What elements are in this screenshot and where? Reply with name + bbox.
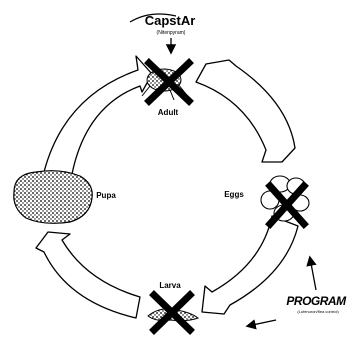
arrow-larva-to-pupa (36, 232, 140, 318)
pupa-cocoon-icon (14, 171, 93, 224)
arrow-pupa-to-adult (44, 56, 152, 174)
stage-label-larva: Larva (159, 281, 181, 290)
capstar-logo: CapstAr (Nitenpyram) (130, 13, 195, 52)
capstar-name: CapstAr (145, 13, 196, 28)
stage-label-eggs: Eggs (224, 190, 244, 199)
program-subtitle: (Lufenuron/flea control) (297, 309, 339, 314)
stage-label-adult: Adult (158, 108, 179, 117)
arrow-adult-to-eggs (196, 60, 295, 162)
capstar-subtitle: (Nitenpyram) (157, 30, 186, 36)
arrow-eggs-to-larva (202, 216, 298, 314)
program-arrow-to-eggs (310, 258, 316, 290)
program-arrow-to-larva (248, 320, 276, 326)
program-name: PROGRAM (286, 294, 347, 308)
stage-label-pupa: Pupa (96, 191, 116, 200)
